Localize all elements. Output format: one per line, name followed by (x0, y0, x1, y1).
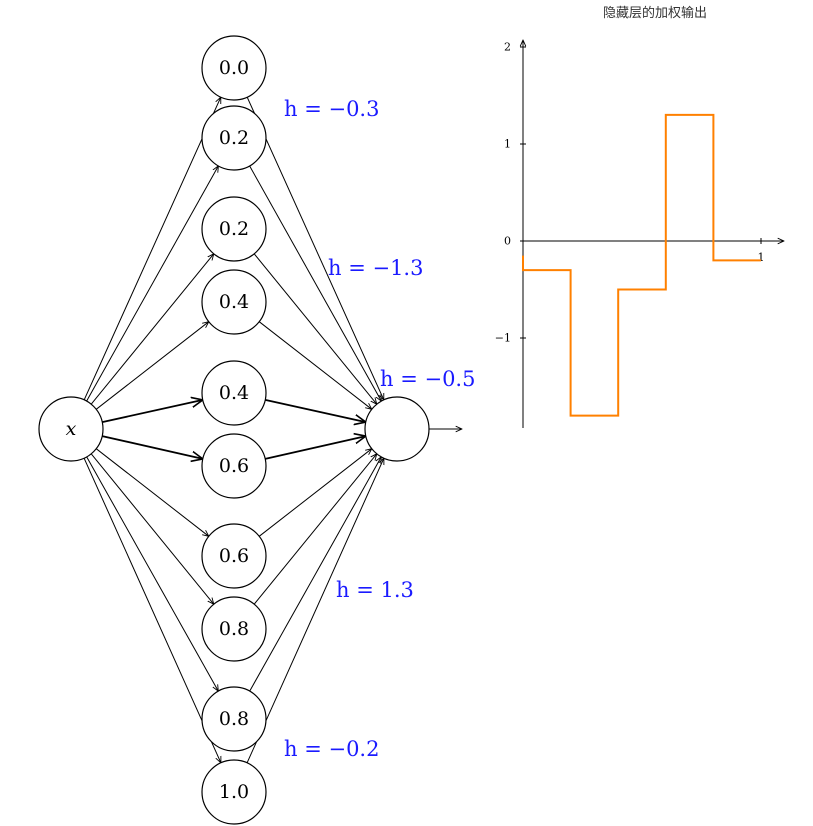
edge-input-to-hidden-0 (83, 97, 221, 401)
edge-input-to-hidden-1 (86, 166, 219, 402)
hidden-node-8: 0.8 (201, 686, 267, 752)
edge-hidden-1-to-output (249, 165, 382, 401)
hidden-node-0: 0.0 (201, 35, 267, 101)
hidden-node-6-label: 0.6 (219, 545, 249, 567)
hidden-node-7: 0.8 (201, 596, 267, 662)
hidden-node-4: 0.4 (201, 360, 267, 426)
edge-input-to-hidden-4 (102, 400, 203, 423)
hidden-node-8-label: 0.8 (219, 708, 249, 730)
edge-input-to-hidden-5 (102, 435, 203, 459)
bias-label-2: h = −0.5 (380, 367, 475, 391)
x-ticks: 1 (758, 238, 765, 264)
hidden-node-1: 0.2 (201, 105, 267, 171)
output-node (364, 396, 430, 462)
hidden-node-9: 1.0 (201, 759, 267, 825)
y-tick-label-0: 2 (504, 41, 511, 54)
hidden-node-4-label: 0.4 (219, 382, 249, 404)
bias-labels: h = −0.3 h = −1.3 h = −0.5 h = 1.3 h = −… (284, 97, 475, 761)
edge-hidden-4-to-output (265, 399, 366, 422)
edge-hidden-6-to-output (258, 449, 372, 537)
y-ticks: 2 1 0 −1 (495, 41, 526, 345)
edge-hidden-0-to-output (246, 96, 384, 400)
bias-label-0: h = −0.3 (284, 97, 379, 121)
y-tick-label-1: 1 (504, 138, 511, 151)
hidden-node-9-label: 1.0 (219, 781, 249, 803)
edge-input-to-hidden-7 (90, 453, 214, 604)
edge-input-to-hidden-9 (83, 457, 221, 763)
y-tick-label-3: −1 (495, 332, 511, 345)
edge-input-to-hidden-8 (86, 456, 219, 691)
edge-hidden-2-to-output (253, 253, 377, 404)
network-nodes: x 0.0 0.2 0.2 0.4 0.4 0.6 0.6 (38, 35, 462, 825)
edge-hidden-7-to-output (253, 454, 377, 605)
edge-hidden-8-to-output (249, 457, 382, 692)
input-node-label: x (66, 418, 77, 440)
network-edges (83, 96, 384, 764)
x-tick-label-0: 1 (758, 251, 765, 264)
edge-input-to-hidden-3 (95, 322, 209, 410)
edge-hidden-3-to-output (258, 321, 372, 410)
edge-input-to-hidden-2 (90, 254, 214, 405)
hidden-node-6: 0.6 (201, 523, 267, 589)
hidden-node-0-label: 0.0 (219, 57, 249, 79)
hidden-node-5: 0.6 (201, 433, 267, 499)
edge-hidden-5-to-output (265, 436, 366, 460)
bias-label-3: h = 1.3 (336, 578, 414, 602)
hidden-node-5-label: 0.6 (219, 455, 249, 477)
weighted-output-plot: 隐藏层的加权输出 2 1 0 −1 1 (495, 5, 784, 428)
bias-label-4: h = −0.2 (284, 737, 379, 761)
hidden-node-1-label: 0.2 (219, 127, 249, 149)
hidden-node-2-label: 0.2 (219, 218, 249, 240)
hidden-node-3-label: 0.4 (219, 291, 249, 313)
hidden-node-3: 0.4 (201, 269, 267, 335)
input-node: x (38, 396, 104, 462)
bias-label-1: h = −1.3 (328, 256, 423, 280)
weighted-output-line (522, 113, 761, 417)
hidden-node-7-label: 0.8 (219, 618, 249, 640)
edge-input-to-hidden-6 (95, 448, 209, 537)
y-tick-label-2: 0 (504, 235, 511, 248)
hidden-node-2: 0.2 (201, 196, 267, 262)
edge-hidden-9-to-output (246, 458, 384, 764)
plot-title: 隐藏层的加权输出 (603, 5, 707, 21)
